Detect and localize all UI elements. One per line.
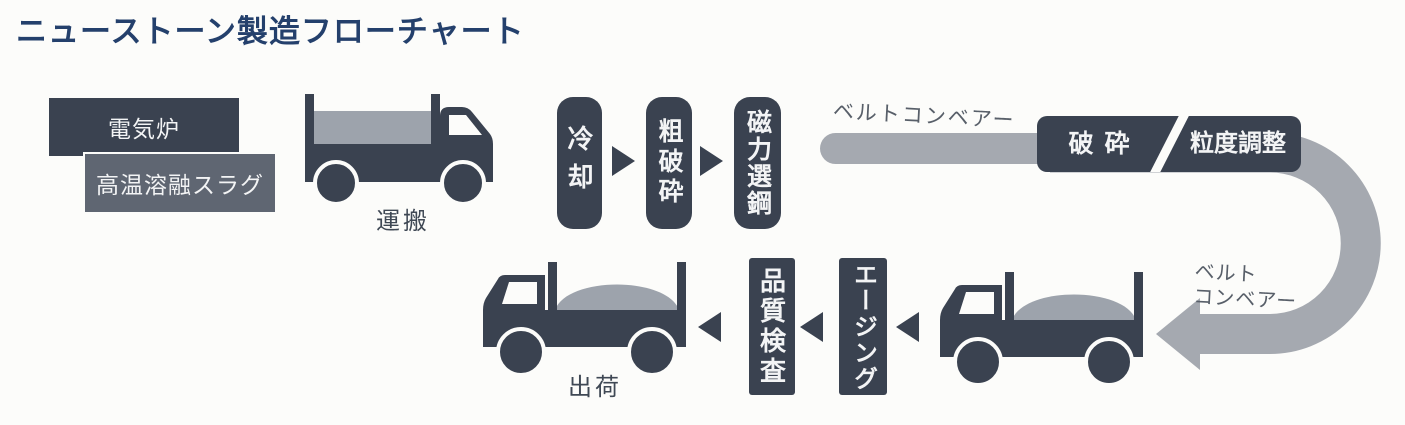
stage-aging: エージング xyxy=(839,258,887,395)
stage-cooling: 冷却 xyxy=(557,97,602,229)
belt-conveyor-bottom-label-line2: コンベアー xyxy=(1192,285,1298,314)
truck-transport-icon xyxy=(305,94,493,206)
flow-arrow-left-icon xyxy=(698,312,721,342)
flow-arrow-right-icon xyxy=(612,146,635,176)
crusher-sizing-plate: 破 砕 粒度調整 xyxy=(1037,116,1301,172)
flow-arrow-left-icon xyxy=(800,312,823,342)
stage-quality-inspection: 品質検査 xyxy=(749,258,795,395)
input-box-electric-furnace: 電気炉 xyxy=(49,98,239,156)
stage-coarse-crushing: 粗破砕 xyxy=(646,97,692,229)
page-title: ニューストーン製造フローチャート xyxy=(16,14,525,49)
stage-magnetic-separation: 磁力選鋼 xyxy=(734,97,781,229)
flow-arrow-left-icon xyxy=(896,312,919,342)
flow-arrow-right-icon xyxy=(700,146,723,176)
shipping-label: 出荷 xyxy=(568,374,622,401)
belt-conveyor-bottom-label: ベルト コンベアー xyxy=(1193,260,1299,315)
transport-label: 運搬 xyxy=(376,208,430,235)
input-box-molten-slag: 高温溶融スラグ xyxy=(83,152,277,214)
stage-particle-sizing: 粒度調整 xyxy=(1190,130,1286,157)
stage-crushing: 破 砕 xyxy=(1068,130,1132,158)
truck-shipping-icon xyxy=(483,262,686,377)
truck-receiving-icon xyxy=(940,272,1143,387)
